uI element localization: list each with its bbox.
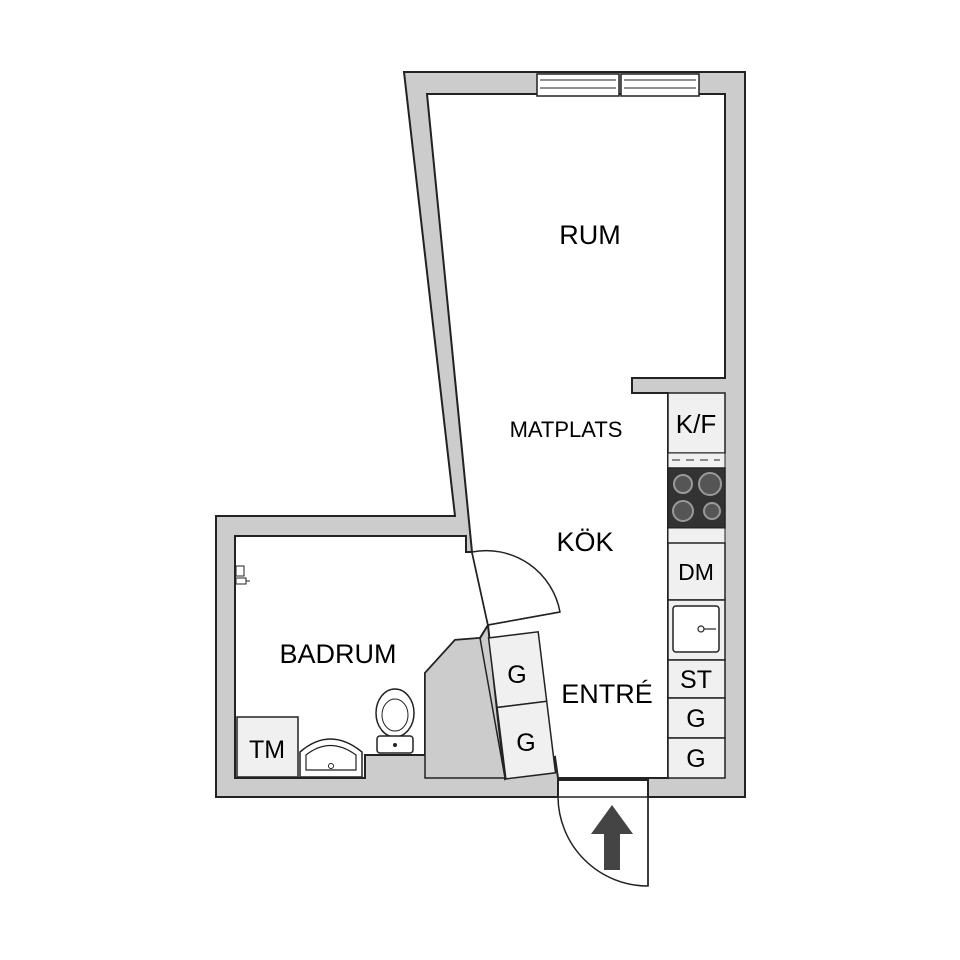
wardrobe-2 <box>496 700 557 780</box>
room-label-badrum: BADRUM <box>279 639 396 669</box>
bathroom-door <box>471 549 561 626</box>
wardrobe-label-g: G <box>507 661 526 689</box>
burner-icon <box>698 472 722 496</box>
burner-icon <box>672 500 694 522</box>
burner-icon <box>703 502 721 520</box>
window-right <box>620 73 700 97</box>
up-arrow-icon <box>591 805 633 870</box>
shower-head-icon <box>235 565 250 585</box>
walls <box>215 71 746 798</box>
burner-icon <box>673 474 693 494</box>
bathroom-fixtures <box>235 565 415 778</box>
kitchen-line <box>667 392 726 779</box>
kf-cabinet <box>667 392 726 454</box>
room-label-rum: RUM <box>559 220 621 250</box>
fixture-label-kf: K/F <box>676 409 716 439</box>
counter-strip <box>667 527 726 544</box>
tm-cabinet <box>236 716 299 778</box>
g-cabinet-1 <box>667 697 726 739</box>
window-left <box>536 73 620 97</box>
room-label-entre: ENTRÉ <box>561 679 653 709</box>
washbasin-icon <box>299 738 363 778</box>
sink-icon <box>672 605 720 653</box>
fixture-label-st: ST <box>680 666 712 694</box>
wardrobes <box>487 631 557 780</box>
fixture-label-dm: DM <box>678 559 714 585</box>
fixture-label-g: G <box>686 705 705 733</box>
room-label-matplats: MATPLATS <box>510 417 623 442</box>
fixture-label-tm: TM <box>249 736 285 764</box>
doors <box>471 549 649 887</box>
dm-cabinet <box>667 542 726 601</box>
room-label-kok: KÖK <box>556 527 613 557</box>
shaft <box>424 637 506 779</box>
labels: RUM MATPLATS KÖK BADRUM ENTRÉ K/F DM ST … <box>249 220 716 773</box>
windows <box>536 73 700 97</box>
entrance-door[interactable] <box>557 796 649 887</box>
wardrobe-label-g: G <box>516 729 535 757</box>
g-cabinet-2 <box>667 737 726 779</box>
fixture-label-g: G <box>686 745 705 773</box>
